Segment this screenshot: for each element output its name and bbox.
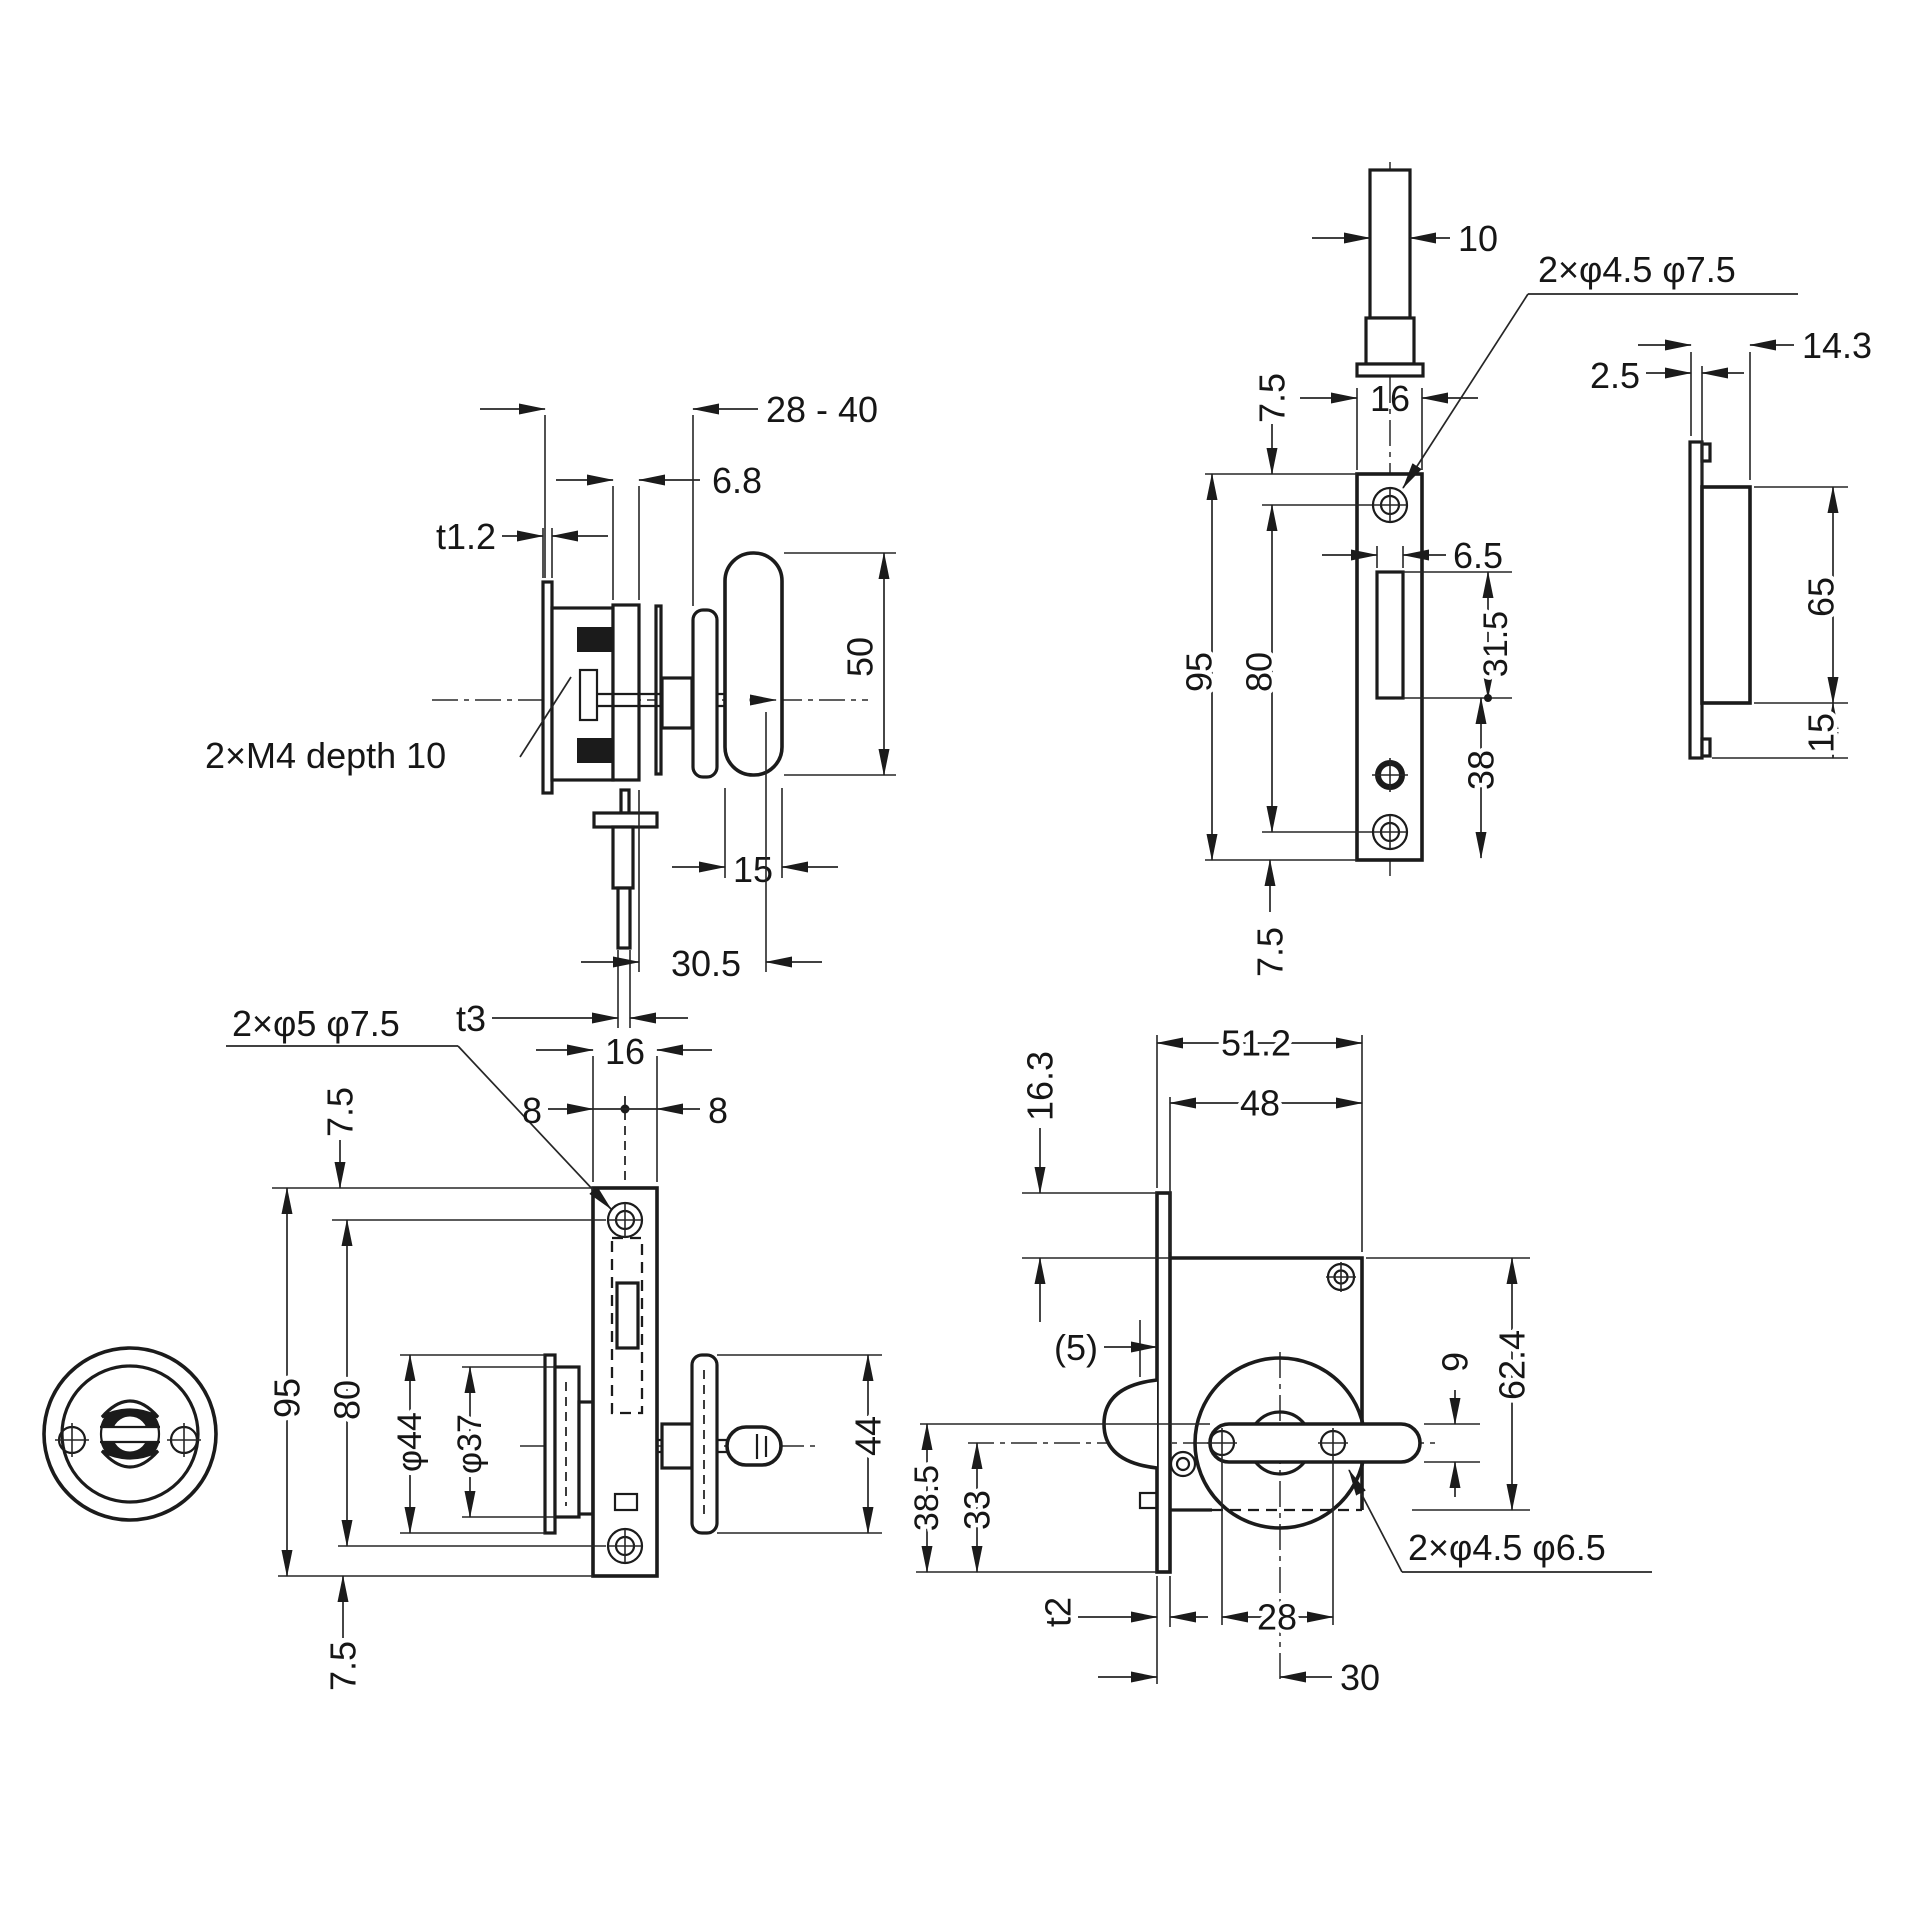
dim-protrusion: (5) xyxy=(1054,1327,1098,1368)
dim-screw-spacing-assembly: 80 xyxy=(327,1380,368,1420)
dim-plate-length: 95 xyxy=(1179,652,1220,692)
escutcheon-disc-edge xyxy=(553,1365,581,1519)
view-strike-side: 14.3 2.5 65 15 xyxy=(1590,325,1872,760)
dim-bottom-offset: 7.5 xyxy=(1250,927,1291,977)
dim-shaft-width: 10 xyxy=(1458,218,1498,259)
pin-hole xyxy=(1372,758,1408,792)
faceplate-side xyxy=(1155,1191,1172,1574)
strike-plate xyxy=(1688,440,1704,760)
dim-plate-width: 16 xyxy=(1370,378,1410,419)
dim-spacing: 6.8 xyxy=(712,460,762,501)
screw-hole-bottom xyxy=(1371,813,1409,851)
turn-hole-right xyxy=(1318,1428,1348,1458)
view-assembly-side: 2×φ5 φ7.5 16 8 8 7.5 95 80 φ44 xyxy=(226,1003,893,1691)
spindle-nut xyxy=(660,676,694,730)
dim-slot-width: 6.5 xyxy=(1453,535,1503,576)
escutcheon-outer xyxy=(42,1346,218,1522)
dim-box-length: 65 xyxy=(1801,577,1842,617)
label-holes-body: 2×φ4.5 φ6.5 xyxy=(1408,1527,1606,1568)
dim-total-width: 51.2 xyxy=(1221,1023,1291,1064)
dim-plate-width-assembly: 16 xyxy=(605,1031,645,1072)
bolt-shaft xyxy=(1368,168,1412,320)
view-side-knob: 28 - 40 6.8 t1.2 2×M4 depth 10 50 15 t3 xyxy=(205,389,896,1039)
bolt-slot xyxy=(1375,570,1405,700)
label-holes-assembly: 2×φ5 φ7.5 xyxy=(232,1003,400,1044)
dim-knob-width: 15 xyxy=(733,849,773,890)
dim-escutcheon-outer: φ44 xyxy=(391,1412,429,1472)
dim-hole-spacing: 28 xyxy=(1257,1597,1297,1638)
dim-door-thickness: 28 - 40 xyxy=(766,389,878,430)
dim-strike-thickness: 2.5 xyxy=(1590,355,1640,396)
dim-body-height: 62.4 xyxy=(1492,1330,1533,1400)
rosette-edge xyxy=(690,1353,719,1535)
lower-screw xyxy=(1169,1450,1197,1478)
screw-top xyxy=(606,1201,644,1239)
body-screw xyxy=(1326,1262,1356,1292)
dim-body-width: 48 xyxy=(1240,1083,1280,1124)
dim-rosette-length: 44 xyxy=(848,1416,889,1456)
dim-screw-spacing: 80 xyxy=(1239,652,1280,692)
dim-knob-length: 50 xyxy=(840,637,881,677)
dim-plate-thickness-body: t2 xyxy=(1038,1597,1079,1627)
faceplate xyxy=(1355,472,1424,862)
dim-rod-thickness: t3 xyxy=(456,998,486,1039)
dim-half-left: 8 xyxy=(522,1090,542,1131)
screw-hole-top xyxy=(1371,486,1409,524)
escutcheon-screw-left xyxy=(55,1423,89,1457)
dim-bottom-offset-assembly: 7.5 xyxy=(323,1641,364,1691)
turn-hole-left xyxy=(1207,1428,1237,1458)
dim-backset-body: 30 xyxy=(1340,1657,1380,1698)
view-faceplate-front: 10 2×φ4.5 φ7.5 7.5 16 6.5 95 80 31.5 xyxy=(1174,162,1798,977)
dim-half-right: 8 xyxy=(708,1090,728,1131)
view-escutcheon-face xyxy=(42,1346,218,1522)
thumbturn-edge xyxy=(725,1425,783,1467)
dim-slot-length: 31.5 xyxy=(1477,611,1515,677)
dim-top-offset-assembly: 7.5 xyxy=(320,1087,361,1137)
label-holes-top: 2×φ4.5 φ7.5 xyxy=(1538,249,1736,290)
thumbturn-bar xyxy=(1208,1422,1422,1464)
dim-plate-thickness: t1.2 xyxy=(436,516,496,557)
view-lock-body: 51.2 48 16.3 (5) 9 62.4 38.5 33 xyxy=(904,1018,1652,1698)
dim-bottom-length: 15 xyxy=(1801,713,1842,753)
strike-box xyxy=(1700,485,1752,705)
dim-height-2: 33 xyxy=(957,1490,998,1530)
dim-plate-length-assembly: 95 xyxy=(267,1378,308,1418)
dim-top-offset-body: 16.3 xyxy=(1020,1051,1061,1121)
dim-top-offset: 7.5 xyxy=(1252,373,1293,423)
label-screw-note: 2×M4 depth 10 xyxy=(205,735,446,776)
escutcheon-screw-right xyxy=(167,1423,201,1457)
dim-turn-thickness: 9 xyxy=(1435,1352,1476,1372)
rosette xyxy=(691,608,719,779)
dim-backset-side: 30.5 xyxy=(671,943,741,984)
guide-rod xyxy=(616,886,632,950)
thumbturn-knob xyxy=(723,551,784,777)
spindle-nut-edge xyxy=(660,1422,694,1470)
screw-bottom xyxy=(606,1527,644,1565)
dim-slot-to-bottom: 38 xyxy=(1461,750,1502,790)
faceplate-edge xyxy=(591,1186,659,1578)
dim-height-1: 38.5 xyxy=(908,1465,946,1531)
dim-escutcheon-inner: φ37 xyxy=(451,1414,489,1474)
dim-depth: 14.3 xyxy=(1802,325,1872,366)
